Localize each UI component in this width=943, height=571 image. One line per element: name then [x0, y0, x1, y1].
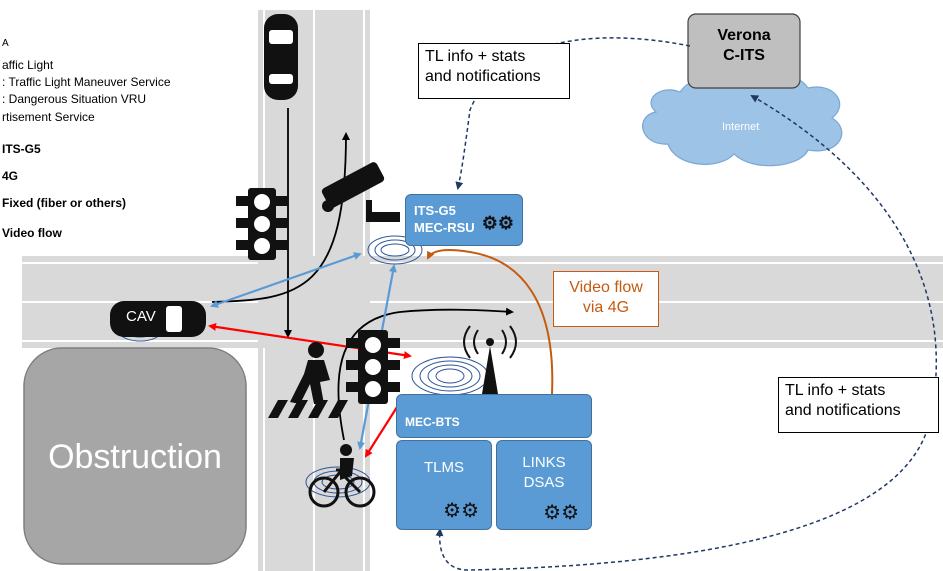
tl-info-top-box: TL info + stats and notifications: [418, 43, 570, 99]
tl-info-right-line-1: TL info + stats: [785, 382, 886, 399]
tlms-box: TLMS ⚙⚙: [396, 440, 492, 530]
top-car-icon: [264, 14, 298, 100]
legend-entry-traffic-light: affic Light: [2, 58, 54, 72]
video-flow-line-1: Video flow: [569, 279, 643, 296]
tlms-label: TLMS: [423, 459, 464, 476]
links-dsas-line-1: LINKS: [522, 454, 566, 471]
internet-label: Internet: [722, 121, 760, 133]
rsu-gears-icon: ⚙⚙: [481, 213, 514, 233]
tl-info-right-box: TL info + stats and notifications: [778, 377, 939, 433]
verona-line-2: C-ITS: [723, 47, 765, 64]
rsu-line-2: MEC-RSU: [414, 220, 475, 235]
mec-bts-box: MEC-BTS: [396, 394, 592, 438]
legend-link-fixed: Fixed (fiber or others): [2, 196, 127, 210]
legend-header: A: [2, 38, 9, 49]
tl-info-top-line-2: and notifications: [425, 68, 541, 85]
legend-entry-advertisement: rtisement Service: [2, 110, 95, 124]
tl-info-right-line-2: and notifications: [785, 402, 901, 419]
verona-server-box: [687, 13, 801, 89]
obstruction-label: Obstruction: [48, 438, 222, 476]
wave-rings-bts: [411, 356, 489, 396]
verona-line-1: Verona: [717, 27, 771, 44]
legend-entry-dsas: : Dangerous Situation VRU: [2, 92, 147, 106]
tl-info-top-line-1: TL info + stats: [425, 48, 526, 65]
mec-bts-label: MEC-BTS: [405, 415, 460, 429]
camera-icon: [321, 162, 400, 222]
video-flow-line-2: via 4G: [582, 299, 630, 316]
legend-link-video: Video flow: [2, 226, 62, 240]
dsas-gears-icon: ⚙⚙: [543, 502, 579, 524]
traffic-light-left-icon: [236, 188, 288, 260]
pedestrian-icon: [290, 342, 330, 404]
obstruction-block: [23, 347, 247, 565]
antenna-tower-icon: [463, 325, 517, 394]
rsu-line-1: ITS-G5: [414, 203, 456, 218]
wave-rings-rsu: [367, 235, 423, 265]
legend-link-4g: 4G: [2, 169, 19, 183]
cyclist-icon: [308, 444, 376, 508]
traffic-light-center-icon: [346, 330, 400, 404]
link-verona-to-tlms: [435, 94, 938, 571]
legend-entry-tlms: : Traffic Light Maneuver Service: [2, 75, 171, 89]
legend-link-its-g5: ITS-G5: [2, 142, 41, 156]
cav-label: CAV: [126, 308, 156, 325]
crosswalk-icon: [268, 400, 348, 418]
g5-link-cav-rsu: [210, 252, 362, 308]
mec-rsu-box: ITS-G5 MEC-RSU ⚙⚙: [405, 194, 523, 246]
tlms-gears-icon: ⚙⚙: [443, 500, 479, 522]
video-flow-path: [427, 249, 554, 395]
video-flow-box: Video flow via 4G: [553, 271, 659, 327]
links-dsas-box: LINKS DSAS ⚙⚙: [496, 440, 592, 530]
links-dsas-line-2: DSAS: [523, 474, 565, 491]
verona-label: Verona C-ITS: [688, 26, 800, 66]
cav-car-icon: [110, 301, 206, 337]
